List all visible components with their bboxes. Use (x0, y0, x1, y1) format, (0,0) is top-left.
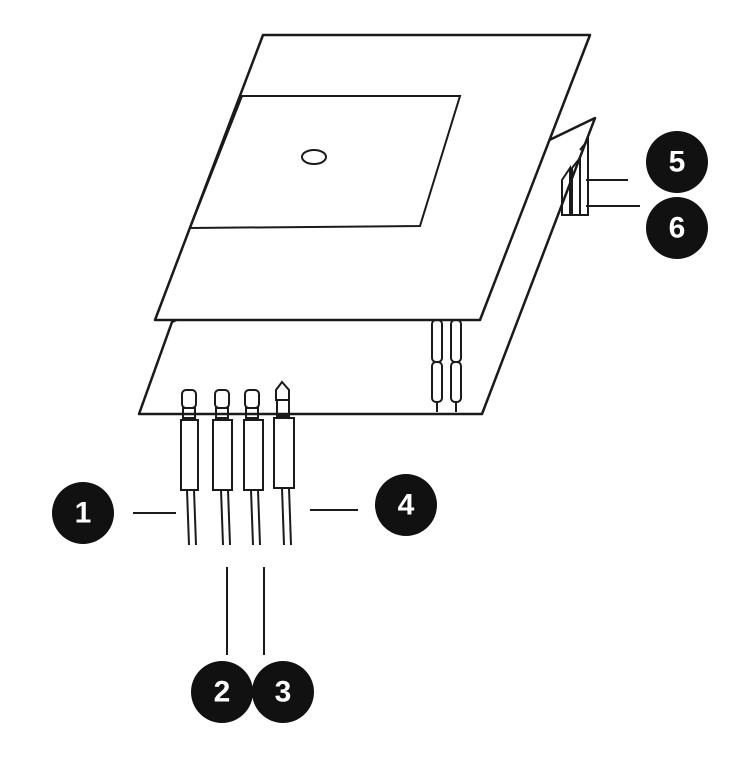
inner-window (188, 95, 462, 230)
callout-5-label: 5 (669, 146, 686, 179)
callout-2: 2 (191, 661, 253, 723)
callout-4-label: 4 (398, 489, 415, 522)
callout-3-label: 3 (275, 676, 292, 709)
pin-1 (180, 389, 199, 546)
callout-1: 1 (52, 482, 114, 544)
callout-2-label: 2 (214, 676, 231, 709)
callout-4: 4 (375, 474, 437, 536)
callout-6: 6 (646, 197, 708, 259)
pin-4 (273, 380, 295, 546)
upper-plate (153, 33, 592, 322)
center-hole (301, 149, 327, 165)
callout-6-label: 6 (669, 212, 686, 245)
callout-5: 5 (646, 131, 708, 193)
bottom-pins (180, 380, 295, 546)
pin-3 (243, 389, 264, 546)
callout-3: 3 (252, 661, 314, 723)
rear-connector-pins (561, 137, 589, 216)
callout-1-label: 1 (75, 497, 92, 530)
leader-lines (133, 179, 640, 655)
pin-2 (212, 389, 233, 546)
